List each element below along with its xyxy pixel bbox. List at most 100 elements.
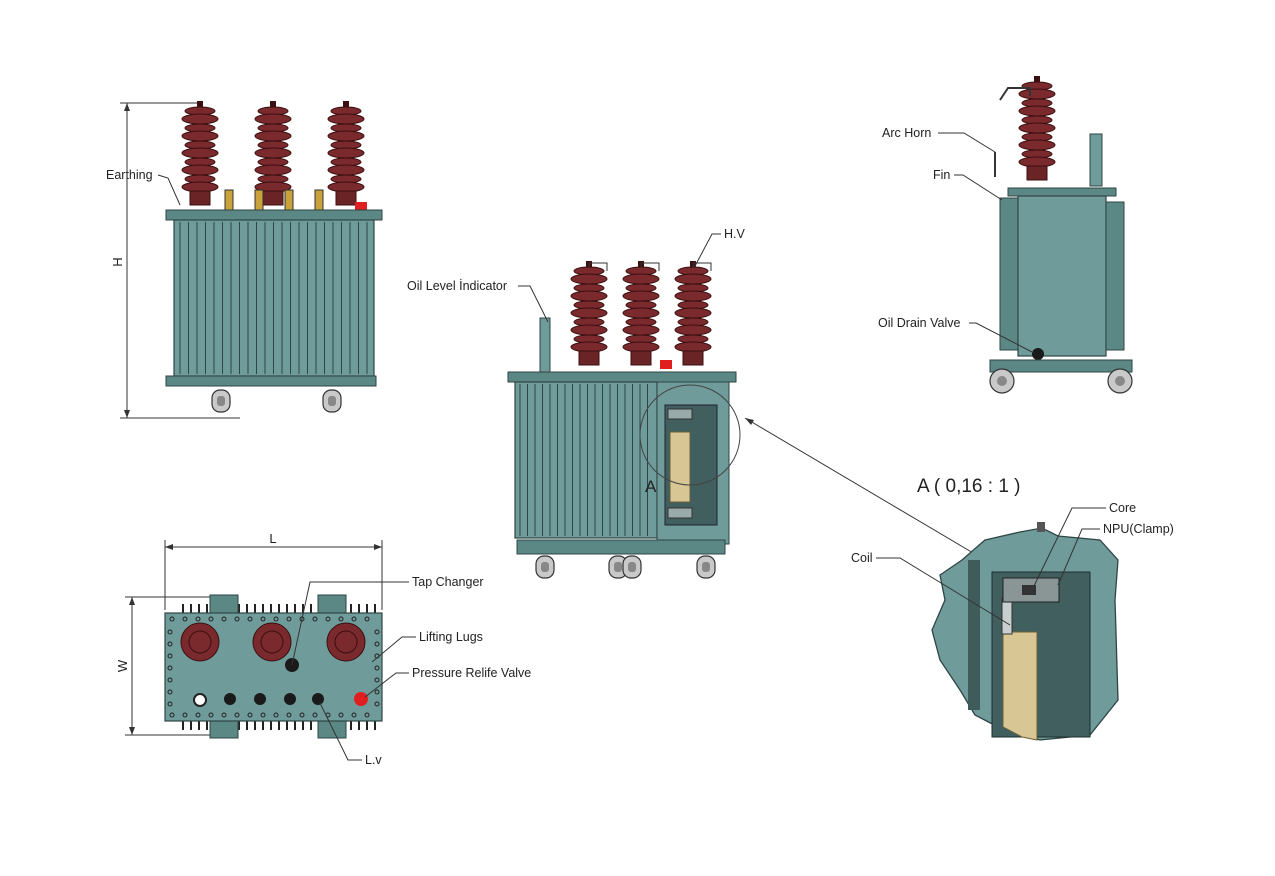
- cover-bolt: [234, 712, 240, 718]
- arc-horn-label: Arc Horn: [882, 126, 931, 140]
- cover-bolt: [208, 712, 214, 718]
- detail-tank-wall: [968, 560, 980, 710]
- iso-clamp-bottom: [667, 507, 693, 519]
- cover-bolt: [374, 629, 380, 635]
- oil-level-indicator-label: Oil Level İndicator: [407, 279, 507, 293]
- front-wheel-right: [322, 389, 342, 413]
- cover-bolt: [338, 712, 344, 718]
- hv-bushing-3: [327, 100, 365, 206]
- cover-bolt: [374, 701, 380, 707]
- lv-top-3: [284, 693, 296, 705]
- fin-leader: [954, 174, 1003, 201]
- front-wheel-left: [211, 389, 231, 413]
- pressure-valve-leader: [364, 672, 409, 698]
- iso-coil: [669, 431, 691, 503]
- lifting-lugs-label: Lifting Lugs: [419, 630, 483, 644]
- cover-bolt: [286, 712, 292, 718]
- cover-bolt: [182, 616, 188, 622]
- lv-bushing-3: [284, 189, 294, 213]
- side-wheel-right-hub: [1115, 376, 1125, 386]
- side-fin-left: [999, 197, 1019, 351]
- hv-bushing-top-1: [180, 622, 220, 662]
- lifting-lug-1: [209, 594, 239, 616]
- npu-clamp-leader: [1057, 528, 1100, 586]
- cover-bolt: [208, 616, 214, 622]
- hv-bushing-top-2-ring: [260, 630, 284, 654]
- detail-top-bolt: [1037, 522, 1045, 532]
- cover-bolt: [247, 712, 253, 718]
- cover-bolt: [195, 616, 201, 622]
- iso-fins: [519, 384, 648, 536]
- iso-pressure-valve: [660, 360, 672, 369]
- section-marker: A: [645, 477, 657, 496]
- detail-view: A ( 0,16 : 1 ) Core NPU(Clamp) Coil: [851, 476, 1174, 741]
- iso-cover: [507, 371, 737, 383]
- fin-label: Fin: [933, 168, 950, 182]
- cover-bolt: [167, 641, 173, 647]
- lv-bushing-2: [254, 189, 264, 213]
- iso-wheel-3: [622, 555, 642, 579]
- earthing-label: Earthing: [106, 168, 153, 182]
- cover-bolt: [167, 665, 173, 671]
- center-view: A Oil Level İndicator H.V: [407, 227, 986, 579]
- cover-bolt: [286, 616, 292, 622]
- cover-bolt: [260, 712, 266, 718]
- cover-bolt: [338, 616, 344, 622]
- cover-bolt: [167, 629, 173, 635]
- tap-changer-label: Tap Changer: [412, 575, 484, 589]
- detail-pointer-arrow: [745, 418, 754, 425]
- front-fins: [179, 222, 368, 374]
- detail-circle: [639, 384, 741, 486]
- side-fin-right: [1105, 201, 1125, 351]
- hv-label: H.V: [724, 227, 746, 241]
- iso-arc-horns: [588, 262, 712, 271]
- height-label: H: [110, 257, 125, 266]
- arc-horn-leader: [938, 132, 996, 153]
- cover-bolt: [169, 712, 175, 718]
- oil-level-leader: [518, 285, 549, 323]
- cover-bolt: [167, 653, 173, 659]
- detail-pointer-line: [744, 417, 986, 561]
- side-view: Arc Horn Fin Oil Drain Valve: [878, 75, 1133, 394]
- lv-bushing-4: [314, 189, 324, 213]
- pressure-valve-front: [355, 202, 367, 210]
- side-bushing: [1018, 75, 1056, 181]
- cover-bolt: [351, 712, 357, 718]
- top-cover-bolts: [167, 616, 380, 718]
- cover-bolt: [260, 616, 266, 622]
- npu-clamp-label: NPU(Clamp): [1103, 522, 1174, 536]
- detail-clamp-bolt: [1022, 585, 1036, 595]
- cover-bolt: [182, 712, 188, 718]
- iso-bushing-2: [622, 260, 660, 366]
- cover-bolt: [195, 712, 201, 718]
- oil-drain-valve-label: Oil Drain Valve: [878, 316, 960, 330]
- pressure-valve-label: Pressure Relife Valve: [412, 666, 531, 680]
- side-base: [989, 359, 1133, 373]
- cover-bolt: [169, 616, 175, 622]
- side-tank: [1017, 195, 1107, 357]
- detail-title: A ( 0,16 : 1 ): [917, 476, 1021, 497]
- front-cover: [165, 209, 383, 221]
- iso-base: [516, 539, 726, 555]
- lv-top-4: [312, 693, 324, 705]
- lifting-lug-2: [317, 594, 347, 616]
- cover-bolt: [167, 701, 173, 707]
- lv-leader: [319, 702, 362, 761]
- cover-bolt: [351, 616, 357, 622]
- cover-bolt: [167, 677, 173, 683]
- oil-drain-leader: [969, 322, 1033, 353]
- side-wheel-left-hub: [997, 376, 1007, 386]
- iso-wheel-4: [696, 555, 716, 579]
- cover-bolt: [234, 616, 240, 622]
- detail-coil: [1002, 631, 1038, 741]
- cover-bolt: [221, 616, 227, 622]
- oil-level-indicator-shape: [539, 317, 551, 375]
- coil-leader: [876, 557, 1011, 626]
- cover-bolt: [374, 689, 380, 695]
- cover-bolt: [273, 712, 279, 718]
- cover-bolt: [364, 616, 370, 622]
- hv-bushing-top-3: [326, 622, 366, 662]
- lifting-lugs-leader: [371, 636, 416, 663]
- hv-bushing-top-3-ring: [334, 630, 358, 654]
